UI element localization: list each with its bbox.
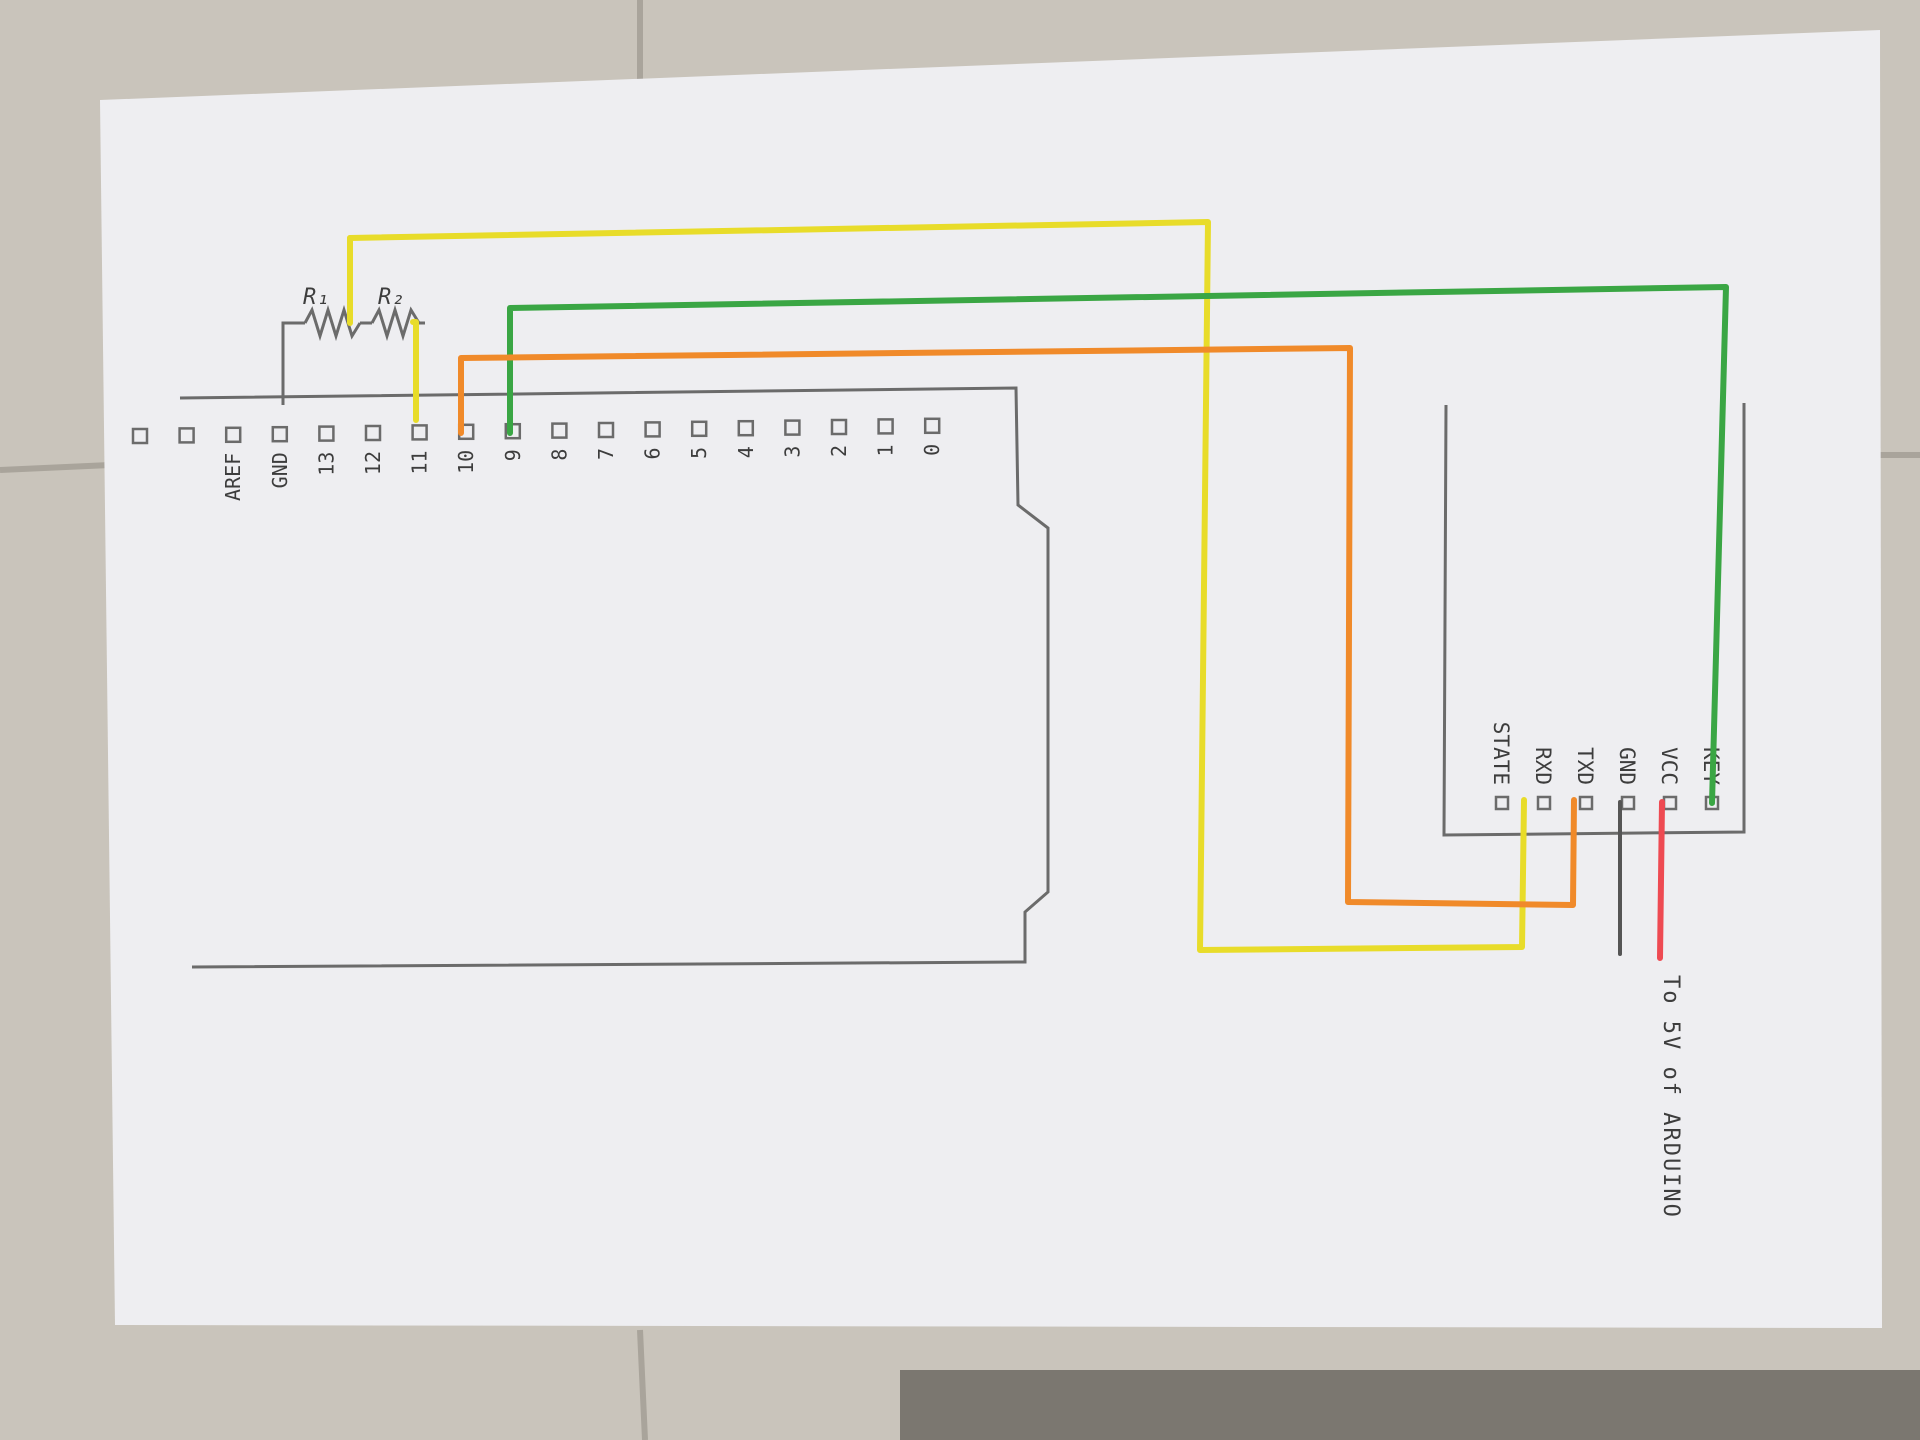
arduino-pin-label-aref: AREF bbox=[221, 453, 245, 501]
arduino-pin-label-gnd: GND bbox=[268, 452, 292, 488]
arduino-pin-8 bbox=[551, 422, 568, 439]
arduino-pin-gnd bbox=[271, 425, 289, 443]
arduino-pin-label-1: 1 bbox=[874, 444, 898, 456]
shadow bbox=[900, 1370, 1920, 1440]
arduino-pin-header bbox=[131, 417, 941, 445]
arduino-pin-label-4: 4 bbox=[734, 446, 758, 458]
arduino-pin-blank-a bbox=[131, 427, 149, 445]
arduino-pin-label-3: 3 bbox=[780, 446, 804, 458]
arduino-pin-5 bbox=[690, 420, 708, 438]
arduino-pin-0 bbox=[923, 417, 941, 435]
arduino-board-outline bbox=[179, 386, 1050, 969]
wire-green bbox=[507, 284, 1729, 806]
arduino-pin-2 bbox=[830, 418, 848, 436]
arduino-pin-4 bbox=[737, 419, 755, 437]
tile-grout bbox=[637, 1329, 648, 1440]
wires bbox=[347, 219, 1729, 961]
wire-orange bbox=[458, 345, 1577, 908]
tile-grout bbox=[0, 462, 111, 473]
module-pin-label-vcc: VCC bbox=[1657, 747, 1681, 785]
module-pin-label-txd: TXD bbox=[1573, 747, 1597, 785]
arduino-pin-label-7: 7 bbox=[594, 448, 618, 460]
module-pin-rxd bbox=[1536, 795, 1552, 811]
r2-label: R₂ bbox=[378, 285, 405, 310]
arduino-pin-label-9: 9 bbox=[501, 449, 525, 461]
resistor-r1 bbox=[303, 304, 362, 342]
resistor-divider bbox=[281, 304, 425, 405]
module-edge bbox=[1442, 403, 1746, 837]
arduino-pin-11 bbox=[411, 424, 428, 441]
module-pin-label-state: STATE bbox=[1489, 722, 1513, 785]
arduino-pin-label-11: 11 bbox=[408, 450, 432, 474]
arduino-pin-blank-b bbox=[178, 427, 195, 444]
arduino-pin-label-8: 8 bbox=[547, 449, 571, 461]
arduino-pin-label-0: 0 bbox=[920, 444, 944, 456]
arduino-pin-3 bbox=[784, 419, 801, 436]
arduino-pin-6 bbox=[644, 421, 661, 438]
arduino-pin-aref bbox=[224, 426, 242, 444]
module-pin-state bbox=[1494, 795, 1510, 811]
arduino-pin-label-12: 12 bbox=[361, 451, 385, 475]
arduino-pin-13 bbox=[318, 425, 335, 442]
arduino-pin-label-5: 5 bbox=[687, 447, 711, 459]
board-edge bbox=[179, 386, 1050, 969]
vcc-note: To 5V of ARDUINO bbox=[1658, 975, 1683, 1219]
r1-label: R₁ bbox=[303, 285, 330, 310]
arduino-pin-7 bbox=[597, 421, 615, 439]
arduino-pin-1 bbox=[877, 418, 894, 435]
r1-lead bbox=[281, 321, 305, 405]
module-pin-label-gnd: GND bbox=[1615, 747, 1639, 785]
module-pin-label-rxd: RXD bbox=[1531, 747, 1555, 785]
wire-red bbox=[1657, 799, 1665, 961]
bluetooth-module-outline bbox=[1442, 403, 1746, 837]
module-pin-txd bbox=[1578, 795, 1594, 811]
arduino-pin-label-2: 2 bbox=[827, 445, 851, 457]
resistor-r2 bbox=[370, 304, 421, 342]
arduino-pin-label-6: 6 bbox=[641, 447, 665, 459]
arduino-pin-label-13: 13 bbox=[314, 452, 338, 476]
arduino-pin-label-10: 10 bbox=[454, 450, 478, 474]
wire-yellow-pin11 bbox=[410, 319, 419, 423]
wire-yellow bbox=[347, 219, 1527, 953]
arduino-pin-12 bbox=[364, 424, 382, 442]
